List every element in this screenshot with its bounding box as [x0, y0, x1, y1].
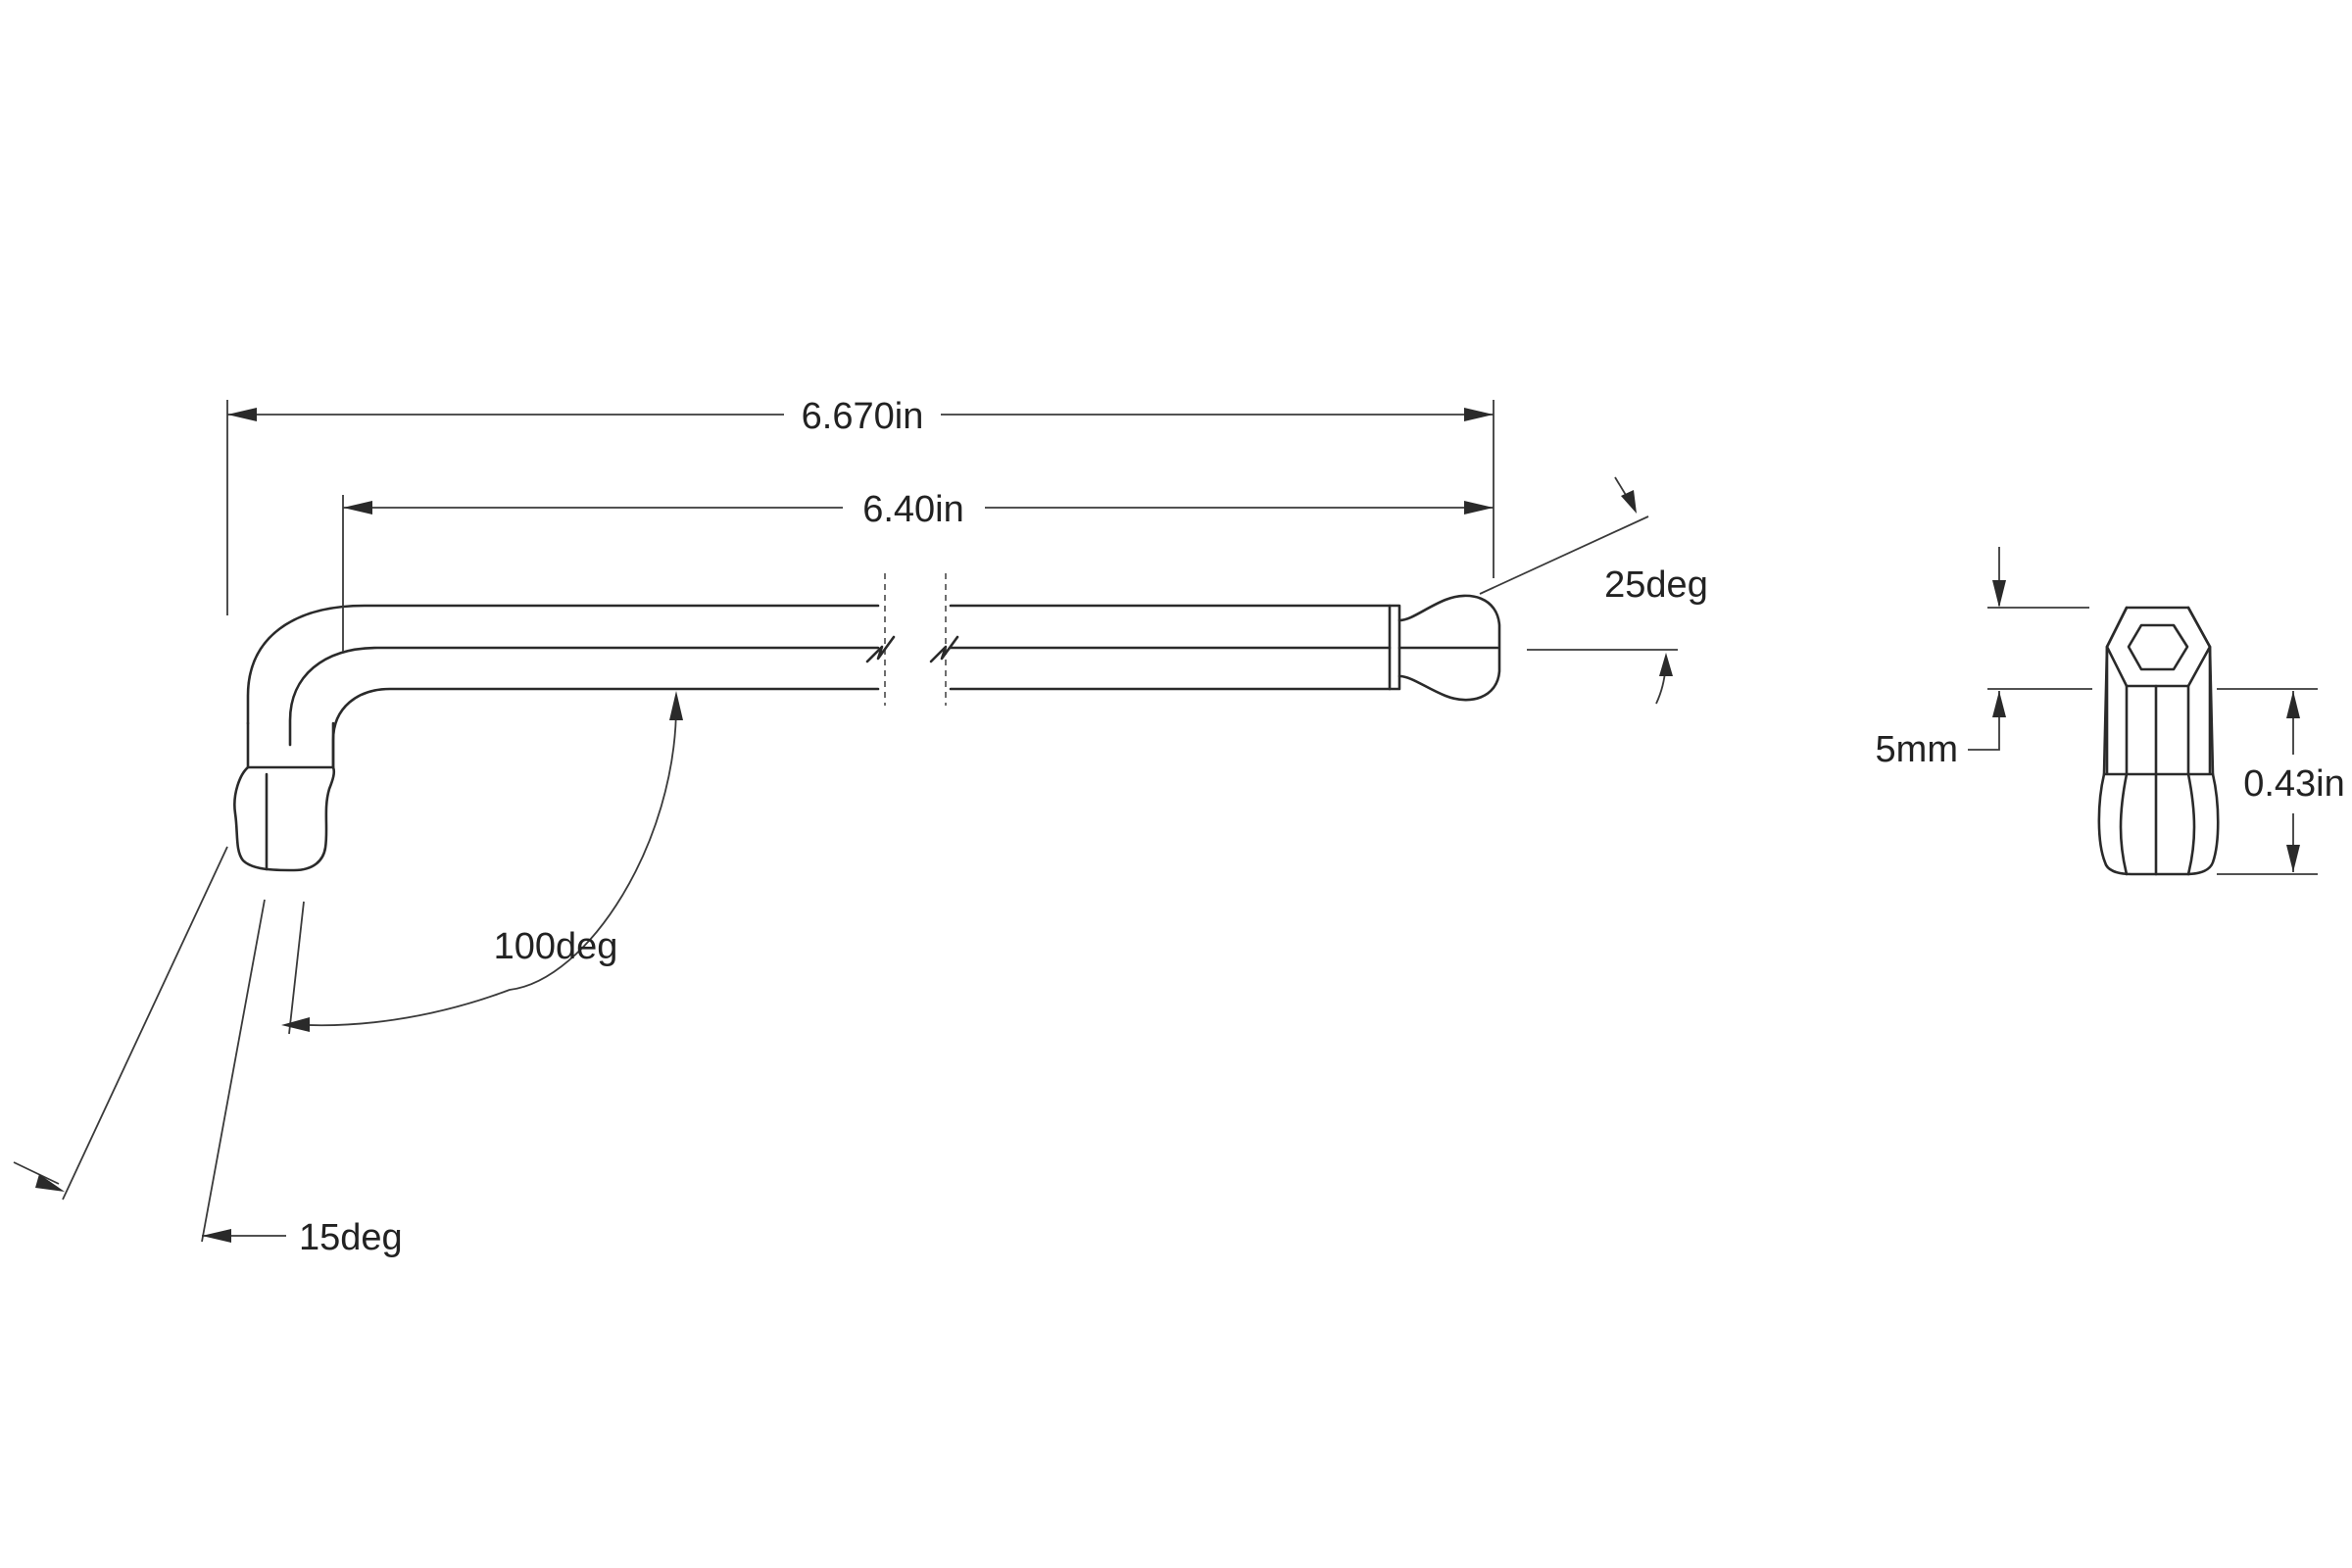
- dim-label-ball-head-length: 0.43in: [2243, 763, 2345, 805]
- arrow-hex-size-top: [1992, 580, 2006, 608]
- arrow-bend-angle-bottom: [281, 1017, 310, 1032]
- long-arm-bottom-edge: [331, 687, 880, 769]
- arrow-short-arm-left: [35, 1174, 65, 1192]
- dim-hex-size: 5mm: [1876, 547, 2092, 770]
- long-arm-center-line: [288, 646, 880, 747]
- dim-bend-angle: 100deg: [281, 691, 683, 1035]
- arrow-hex-size-bottom: [1992, 691, 2006, 717]
- arrow-overall-right: [1464, 408, 1494, 421]
- end-view-hex-inner: [2127, 623, 2189, 671]
- hex-size-line-bottom: [1968, 691, 2000, 751]
- ball-angle-line: [1479, 515, 1649, 595]
- arrow-bend-angle-top: [669, 691, 683, 720]
- dim-shaft-length: 6.40in: [342, 489, 1494, 652]
- dim-label-short-arm-angle: 15deg: [299, 1217, 403, 1258]
- arrow-short-arm-bottom: [202, 1229, 231, 1243]
- arrow-ball-head-top: [2286, 691, 2300, 718]
- bend-angle-ext-line: [288, 901, 305, 1035]
- long-arm-ball-end: [1397, 594, 1501, 702]
- dim-overall-length: 6.670in: [226, 396, 1494, 615]
- arrow-overall-left: [227, 408, 257, 421]
- hex-key-end-view: [2097, 606, 2220, 876]
- long-arm-end-step: [1388, 604, 1401, 691]
- short-arm-angle-leader-left: [13, 1161, 60, 1185]
- dim-short-arm-angle: 15deg: [13, 846, 403, 1258]
- short-arm-angle-line: [62, 846, 228, 1200]
- arrow-ball-head-bottom: [2286, 845, 2300, 872]
- end-view-hex-outer: [2105, 606, 2212, 688]
- break-zigzag-left: [865, 635, 896, 663]
- dim-ball-angle: 25deg: [1479, 476, 1708, 705]
- arrow-shaft-right: [1464, 501, 1494, 514]
- dim-label-bend-angle: 100deg: [494, 926, 618, 967]
- arrow-ball-angle-bottom: [1659, 653, 1673, 676]
- hex-key-side-view: [233, 573, 1501, 872]
- arrow-ball-angle-top: [1621, 490, 1637, 514]
- break-zigzag-right: [929, 635, 959, 663]
- dim-ball-head-length: 0.43in: [2217, 688, 2345, 875]
- dim-label-overall-length: 6.670in: [802, 396, 924, 437]
- dim-label-shaft-length: 6.40in: [862, 489, 964, 530]
- dim-label-ball-angle: 25deg: [1604, 564, 1708, 606]
- end-view-hex-lines: [2102, 645, 2215, 776]
- end-view-ball-lines: [2119, 772, 2196, 876]
- short-arm-angle-ref: [201, 899, 266, 1243]
- end-view-outline: [2097, 606, 2220, 876]
- dim-label-hex-size: 5mm: [1876, 729, 1958, 770]
- arrow-shaft-left: [343, 501, 372, 514]
- short-arm-ball-end: [233, 765, 336, 872]
- long-arm-top-edge: [246, 604, 880, 725]
- short-arm-collar: [246, 721, 335, 769]
- bend-angle-arc: [288, 705, 677, 1027]
